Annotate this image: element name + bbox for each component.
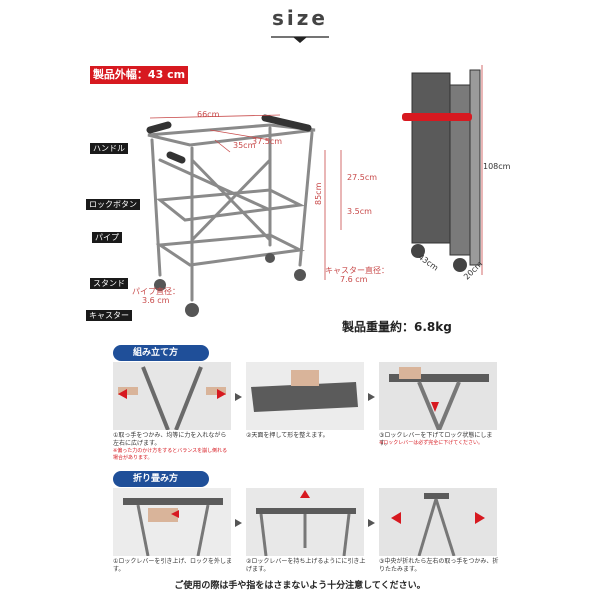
title-underline [271,36,329,43]
arrow-right-icon [368,519,375,527]
assembly-step-1-photo [113,362,231,430]
dim-inner-width-2: 37.5cm [252,137,283,146]
caster-diameter-value: 7.6 cm [340,275,368,284]
assembly-step-3-photo [379,362,497,430]
callout-stand: スタンド [90,278,128,289]
folding-step-2-photo [246,488,364,556]
dim-inner-width-1: 35cm [233,141,256,150]
dim-small-gap: 3.5cm [347,207,372,216]
callout-lock-button: ロックボタン [86,199,140,210]
arrow-right-icon [235,519,242,527]
folding-header: 折り畳み方 [113,471,209,487]
page-title: size [272,6,328,30]
caster-diameter-label: キャスター直径： [325,266,389,275]
tier-dimension-line [340,150,342,230]
pipe-diameter-value: 3.6 cm [142,296,170,305]
folded-height-line [481,65,483,275]
assembly-step-3-text: ③ロックレバーを下げてロック状態にします。 [379,432,493,447]
pipe-diameter-label: パイプ直径： [132,287,180,296]
folding-step-2-text: ②ロックレバーを持ち上げるようにに引き上げます。 [246,558,366,573]
dim-tier-gap: 27.5cm [347,173,378,182]
assembly-header: 組み立て方 [113,345,209,361]
folding-step-1-photo [113,488,231,556]
assembly-step-3-note: ※ロックレバーは必ず完全に下げてください。 [379,440,484,446]
assembly-step-1-text: ①取っ手をつかみ、均等に力を入れながら左右に広げます。 [113,432,227,447]
assembly-step-2-photo [246,362,364,430]
folding-step-3-photo [379,488,497,556]
cart-folded-diagram [402,69,481,272]
arrow-right-icon [368,393,375,401]
folding-step-3-text: ③中央が折れたら左右の取っ手をつかみ、折りたたみます。 [379,558,499,573]
external-width-badge: 製品外幅：43 cm [90,66,188,84]
cart-open-diagram [146,114,316,317]
safety-warning: ご使用の際は手や指をはさまないよう十分注意してください。 [174,581,426,591]
assembly-step-1-note: ※偏った力のかけ方をするとバランスを崩し倒れる場合があります。 [113,448,228,461]
arrow-right-icon [235,393,242,401]
assembly-step-2-text: ②天面を押して形を整えます。 [246,432,329,439]
dim-folded-height: 108cm [483,162,511,171]
folding-step-1-text: ①ロックレバーを引き上げ、ロックを外します。 [113,558,232,573]
dim-top-width: 66cm [197,110,220,119]
dim-height: 85cm [314,182,323,205]
product-weight: 製品重量約：6.8kg [342,320,452,334]
callout-handle: ハンドル [90,143,128,154]
height-dimension-line [324,150,326,280]
callout-caster: キャスター [86,310,132,321]
callout-pipe: パイプ [92,232,122,243]
